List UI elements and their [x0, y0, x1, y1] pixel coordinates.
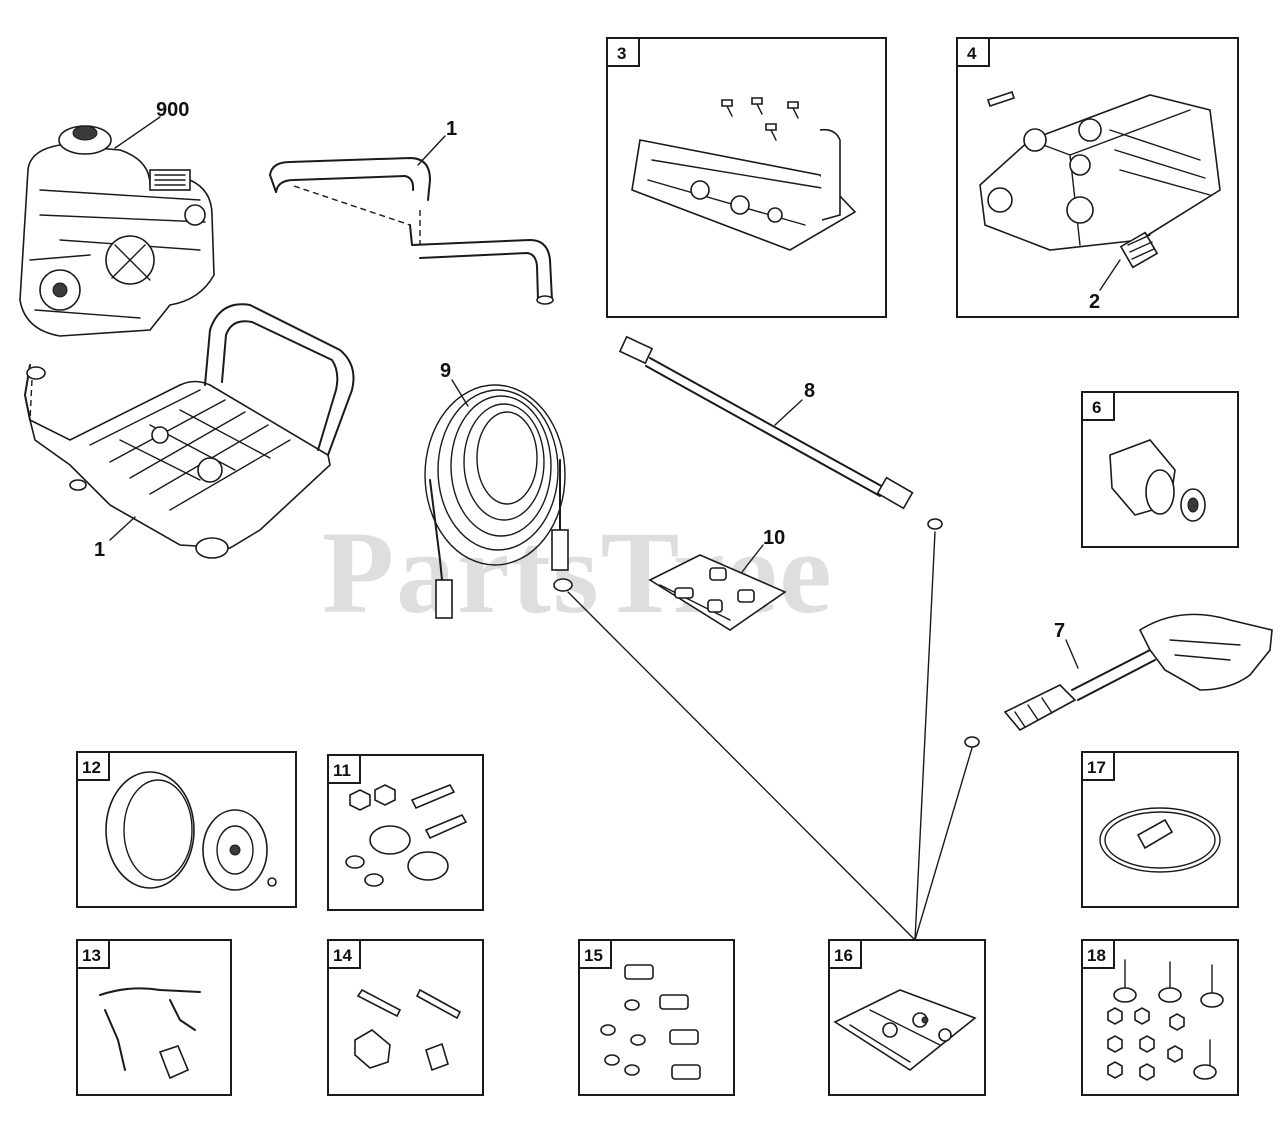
label-8: 8: [804, 380, 815, 402]
part-handle[interactable]: [269, 157, 554, 305]
label-9: 9: [440, 360, 451, 382]
tag-4: 4: [967, 44, 977, 63]
part-bracket[interactable]: [99, 987, 201, 1080]
part-frame[interactable]: [24, 303, 355, 559]
tag-12: 12: [82, 758, 101, 777]
label-5: 2: [1089, 291, 1100, 313]
tag-11: 11: [333, 761, 351, 780]
tag-17: 17: [1087, 758, 1106, 777]
label-900: 900: [156, 99, 189, 121]
tag-16: 16: [834, 946, 853, 965]
part-hardware-11[interactable]: [345, 784, 468, 887]
tag-18: 18: [1087, 946, 1106, 965]
watermark: PartsTree: [322, 507, 834, 638]
part-wheel[interactable]: [105, 771, 277, 891]
part-hardware-18[interactable]: [1107, 959, 1224, 1081]
part-hardware-14[interactable]: [354, 988, 462, 1072]
part-hardware-15[interactable]: [600, 964, 701, 1080]
part-adapter[interactable]: [1109, 439, 1206, 522]
label-7: 7: [1054, 620, 1065, 642]
part-hose[interactable]: [424, 384, 573, 619]
tag-15: 15: [584, 946, 603, 965]
part-nozzle-kit[interactable]: [648, 554, 787, 631]
tag-13: 13: [82, 946, 101, 965]
tag-6: 6: [1092, 398, 1101, 417]
part-engine[interactable]: [19, 125, 215, 337]
part-spray-gun[interactable]: [964, 613, 1273, 748]
part-oring-kit[interactable]: [1099, 807, 1221, 873]
label-10: 10: [763, 527, 785, 549]
tag-14: 14: [333, 946, 352, 965]
tag-3: 3: [617, 44, 626, 63]
part-pump[interactable]: [979, 90, 1221, 269]
part-hose-kit[interactable]: [833, 989, 977, 1071]
label-1: 1: [94, 539, 105, 561]
part-panel[interactable]: [631, 97, 857, 251]
label-2: 1: [446, 118, 457, 140]
part-lance[interactable]: [618, 335, 943, 530]
